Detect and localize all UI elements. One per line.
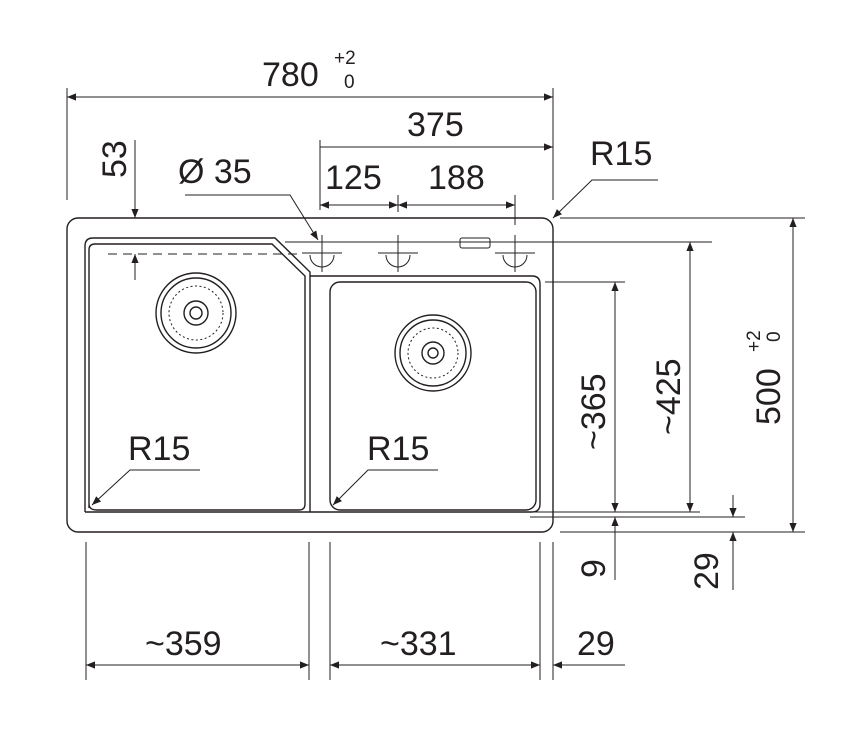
dim-r15-right: R15 xyxy=(367,430,429,468)
dim-375: 375 xyxy=(407,106,464,144)
dim-500: 500 xyxy=(750,368,788,425)
dim-hole-diameter: Ø 35 xyxy=(178,153,252,191)
dim-188: 188 xyxy=(428,159,485,197)
sink-outline xyxy=(66,217,554,533)
dim-780: 780 xyxy=(262,56,319,94)
dim-331: ~331 xyxy=(380,625,457,663)
tap-hole-2 xyxy=(378,235,418,272)
dim-r15-outer: R15 xyxy=(590,135,652,173)
tap-hole-icons xyxy=(285,235,712,272)
dim-780-tol-upper: +2 xyxy=(334,48,356,69)
dim-53: 53 xyxy=(96,140,134,178)
dim-500-tol-upper: +2 xyxy=(744,330,765,352)
dimension-lines xyxy=(67,93,797,669)
dim-29-vertical: 29 xyxy=(688,552,726,590)
dim-425: ~425 xyxy=(650,358,688,435)
dim-125: 125 xyxy=(325,159,382,197)
left-drain-icon xyxy=(155,272,237,354)
dim-359: ~359 xyxy=(145,625,222,663)
tap-hole-1 xyxy=(302,235,342,272)
right-drain-icon xyxy=(394,314,472,392)
dim-500-tol-lower: 0 xyxy=(764,331,785,342)
dim-29-horizontal: 29 xyxy=(577,625,615,663)
tap-hole-3 xyxy=(495,235,535,272)
dim-780-tol-lower: 0 xyxy=(344,72,355,93)
overflow-slot xyxy=(459,237,491,249)
dim-r15-left: R15 xyxy=(128,430,190,468)
dim-365: ~365 xyxy=(575,373,613,450)
dim-9: 9 xyxy=(575,559,613,578)
